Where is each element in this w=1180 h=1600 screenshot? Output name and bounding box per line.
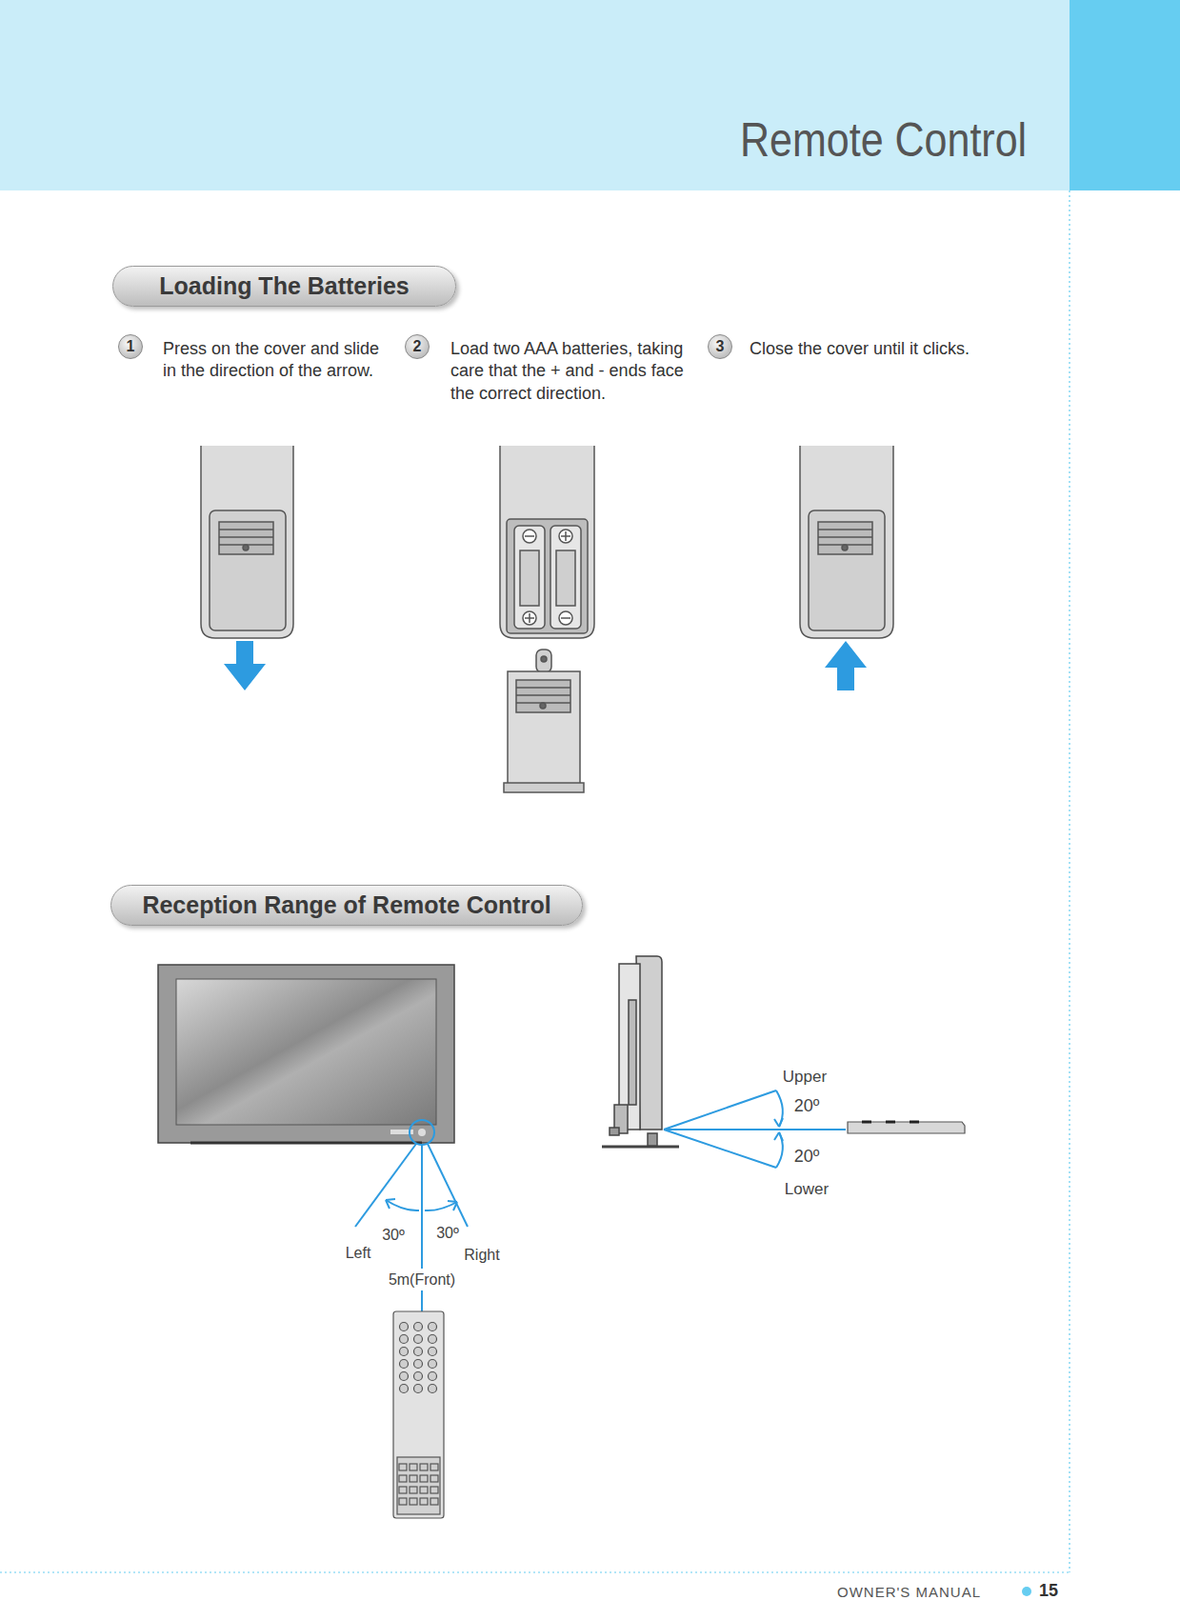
footer-line xyxy=(0,1571,1070,1573)
remote-button xyxy=(428,1384,438,1394)
footer-text: OWNER'S MANUAL xyxy=(837,1582,981,1600)
page-number: 15 xyxy=(1039,1580,1059,1600)
header-tab xyxy=(1069,0,1180,191)
remote-button xyxy=(409,1498,418,1505)
range-label: Lower xyxy=(784,1179,829,1200)
remote-button xyxy=(430,1498,439,1505)
remote-button xyxy=(414,1322,423,1332)
step-text: Press on the cover and slide in the dire… xyxy=(162,338,390,383)
step-number: 1 xyxy=(118,334,143,360)
remote-button xyxy=(428,1360,438,1369)
section-heading: Loading The Batteries xyxy=(112,265,457,307)
remote-back-1 xyxy=(200,445,294,639)
remote-button xyxy=(430,1463,439,1471)
node-text: Loading The Batteries xyxy=(159,272,410,300)
distance-label: 5m(Front) xyxy=(386,1270,458,1291)
range-label: Left xyxy=(345,1243,372,1264)
remote-button xyxy=(400,1384,409,1394)
remote-button xyxy=(399,1486,407,1494)
remote-button xyxy=(428,1347,438,1357)
node-text: Reception Range of Remote Control xyxy=(141,891,551,920)
tv-side xyxy=(601,956,680,1147)
remote-button xyxy=(409,1475,418,1482)
range-label: Upper xyxy=(782,1066,827,1088)
header-band xyxy=(0,0,1070,191)
remote-button xyxy=(430,1475,439,1482)
step-text: Close the cover until it clicks. xyxy=(749,338,998,360)
angle-label: 20º xyxy=(794,1145,820,1168)
remote-button xyxy=(414,1360,423,1369)
remote-back-3 xyxy=(800,445,894,639)
node-text: 1 xyxy=(126,338,136,356)
margin-line xyxy=(1068,190,1070,1573)
remote-button xyxy=(414,1347,423,1357)
remote-button xyxy=(420,1498,428,1505)
angle-label: 30º xyxy=(381,1225,405,1246)
remote-button xyxy=(409,1463,418,1471)
remote-button xyxy=(400,1360,409,1369)
remote-button xyxy=(400,1347,409,1357)
section-heading: Reception Range of Remote Control xyxy=(110,884,583,926)
tv-front xyxy=(158,964,455,1145)
footer-dot xyxy=(1021,1586,1032,1597)
horizontal-range xyxy=(355,1143,468,1312)
step-number: 2 xyxy=(404,334,430,360)
vertical-range xyxy=(663,1090,846,1168)
step-number: 3 xyxy=(707,334,733,360)
node-text: 2 xyxy=(413,338,422,356)
remote-button xyxy=(428,1372,438,1381)
remote-button xyxy=(400,1335,409,1344)
battery-cover xyxy=(503,649,584,793)
remote-back-2 xyxy=(500,445,595,639)
remote-button xyxy=(400,1372,409,1381)
remote-button xyxy=(430,1486,439,1494)
remote-button xyxy=(420,1463,428,1471)
remote-button xyxy=(414,1372,423,1381)
remote-button xyxy=(414,1335,423,1344)
remote-side xyxy=(847,1121,965,1134)
angle-label: 30º xyxy=(436,1223,460,1244)
remote-front xyxy=(393,1311,444,1519)
remote-button xyxy=(420,1475,428,1482)
remote-button xyxy=(428,1335,438,1344)
page-title: Remote Control xyxy=(740,112,1027,168)
arrow-down xyxy=(223,640,266,691)
remote-button xyxy=(420,1486,428,1494)
remote-button xyxy=(399,1475,407,1482)
remote-button xyxy=(400,1322,409,1332)
step-text: Load two AAA batteries, taking care that… xyxy=(450,338,689,405)
angle-label: 20º xyxy=(794,1095,820,1118)
remote-button xyxy=(414,1384,423,1394)
remote-button xyxy=(399,1498,407,1505)
remote-button xyxy=(409,1486,418,1494)
arrow-up xyxy=(824,640,867,691)
remote-button xyxy=(428,1322,438,1332)
node-text: 3 xyxy=(716,338,725,356)
range-label: Right xyxy=(463,1245,500,1266)
remote-button xyxy=(399,1463,407,1471)
